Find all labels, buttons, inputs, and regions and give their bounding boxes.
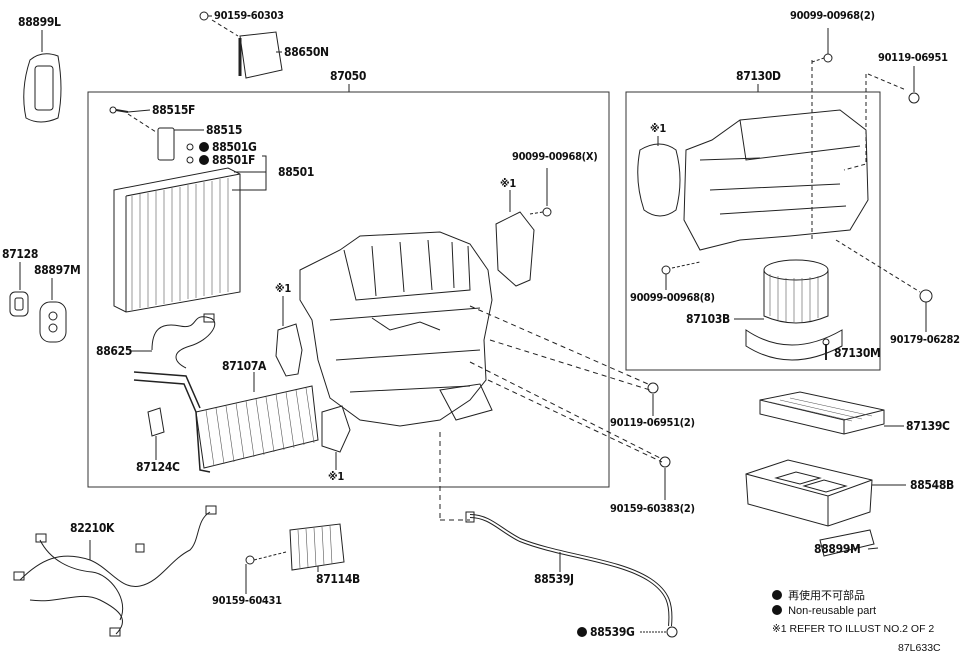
part-82210K-wire-harness bbox=[13, 505, 217, 637]
part-87107A-heater-core bbox=[133, 371, 319, 473]
blower-unit-box bbox=[625, 91, 881, 371]
refer-mark: ※1 bbox=[328, 470, 344, 483]
part-88548B-filter-case bbox=[745, 459, 906, 527]
part-87128-88897M bbox=[9, 262, 67, 343]
label-88539G-text: 88539G bbox=[590, 625, 635, 639]
leader-lines bbox=[439, 305, 663, 521]
label-88650N: 88650N bbox=[284, 45, 329, 59]
label-88515: 88515 bbox=[206, 123, 243, 137]
legend-jp-text: 再使用不可部品 bbox=[788, 590, 866, 602]
label-88501: 88501 bbox=[278, 165, 315, 179]
part-88515-expansion-valve bbox=[109, 106, 204, 164]
label-90159-60303: 90159-60303 bbox=[214, 9, 284, 22]
label-88548B: 88548B bbox=[910, 478, 954, 492]
part-88899L-cover bbox=[23, 30, 62, 123]
label-88539G: 88539G bbox=[577, 625, 635, 639]
part-servo-motor-middle bbox=[275, 296, 303, 377]
part-88650N-amplifier bbox=[199, 11, 283, 79]
bolt-90119-06951 bbox=[647, 382, 659, 394]
illustration-code: 87L633C bbox=[898, 642, 941, 654]
non-reusable-dot-icon bbox=[577, 627, 587, 637]
refer-mark: ※1 bbox=[500, 177, 516, 190]
label-88899M: 88899M bbox=[814, 542, 861, 556]
label-87050: 87050 bbox=[330, 69, 367, 83]
part-87050-hvac-case bbox=[299, 231, 493, 427]
label-87130M: 87130M bbox=[834, 346, 881, 360]
label-87103B: 87103B bbox=[686, 312, 730, 326]
label-90099-00968-8: 90099-00968(8) bbox=[630, 291, 715, 304]
refer-mark: ※1 bbox=[650, 122, 666, 135]
part-87130D-blower-case bbox=[637, 28, 920, 251]
label-88899L: 88899L bbox=[18, 15, 61, 29]
label-87139C: 87139C bbox=[906, 419, 950, 433]
part-servo-motor-lower bbox=[321, 405, 351, 470]
non-reusable-dot-icon bbox=[772, 605, 782, 615]
label-90159-60383-2: 90159-60383(2) bbox=[610, 502, 695, 515]
refer-mark: ※1 bbox=[275, 282, 291, 295]
part-87124C-bracket bbox=[147, 407, 165, 460]
label-90179-06282: 90179-06282 bbox=[890, 333, 960, 346]
label-87114B: 87114B bbox=[316, 572, 360, 586]
label-82210K: 82210K bbox=[70, 521, 115, 535]
non-reusable-dot-icon bbox=[199, 155, 209, 165]
label-87128: 87128 bbox=[2, 247, 39, 261]
label-90119-06951: 90119-06951 bbox=[878, 51, 948, 64]
legend-jp: 再使用不可部品 bbox=[772, 589, 865, 603]
label-90159-60431: 90159-60431 bbox=[212, 594, 282, 607]
part-87139C-filter bbox=[759, 391, 904, 435]
label-90119-06951-2: 90119-06951(2) bbox=[610, 416, 695, 429]
non-reusable-dot-icon bbox=[199, 142, 209, 152]
legend-en-text: Non-reusable part bbox=[788, 605, 877, 617]
label-88625: 88625 bbox=[96, 344, 133, 358]
part-88625-wire bbox=[130, 313, 216, 369]
part-servo-motor-upper bbox=[495, 168, 552, 287]
label-88515F: 88515F bbox=[152, 103, 196, 117]
label-90099-00968-2: 90099-00968(2) bbox=[790, 9, 875, 22]
non-reusable-dot-icon bbox=[772, 590, 782, 600]
label-88501G: 88501G bbox=[199, 140, 257, 154]
part-88539J-drain-hose bbox=[465, 511, 678, 638]
bolt-90159-60383 bbox=[659, 456, 671, 468]
part-87103B-blower-motor bbox=[661, 239, 933, 361]
label-88501G-text: 88501G bbox=[212, 140, 257, 154]
legend-refer-note: ※1 REFER TO ILLUST NO.2 OF 2 bbox=[772, 623, 935, 635]
label-87107A: 87107A bbox=[222, 359, 267, 373]
label-87130D: 87130D bbox=[736, 69, 781, 83]
legend-en: Non-reusable part bbox=[772, 604, 876, 618]
label-88897M: 88897M bbox=[34, 263, 81, 277]
label-90099-00968X: 90099-00968(X) bbox=[512, 150, 598, 163]
part-88501-evaporator bbox=[113, 155, 267, 313]
label-87124C: 87124C bbox=[136, 460, 180, 474]
part-88899M-plate bbox=[819, 529, 879, 557]
label-88539J: 88539J bbox=[534, 572, 574, 586]
part-87114B-duct bbox=[245, 523, 345, 594]
label-88501F: 88501F bbox=[199, 153, 255, 167]
label-88501F-text: 88501F bbox=[212, 153, 256, 167]
